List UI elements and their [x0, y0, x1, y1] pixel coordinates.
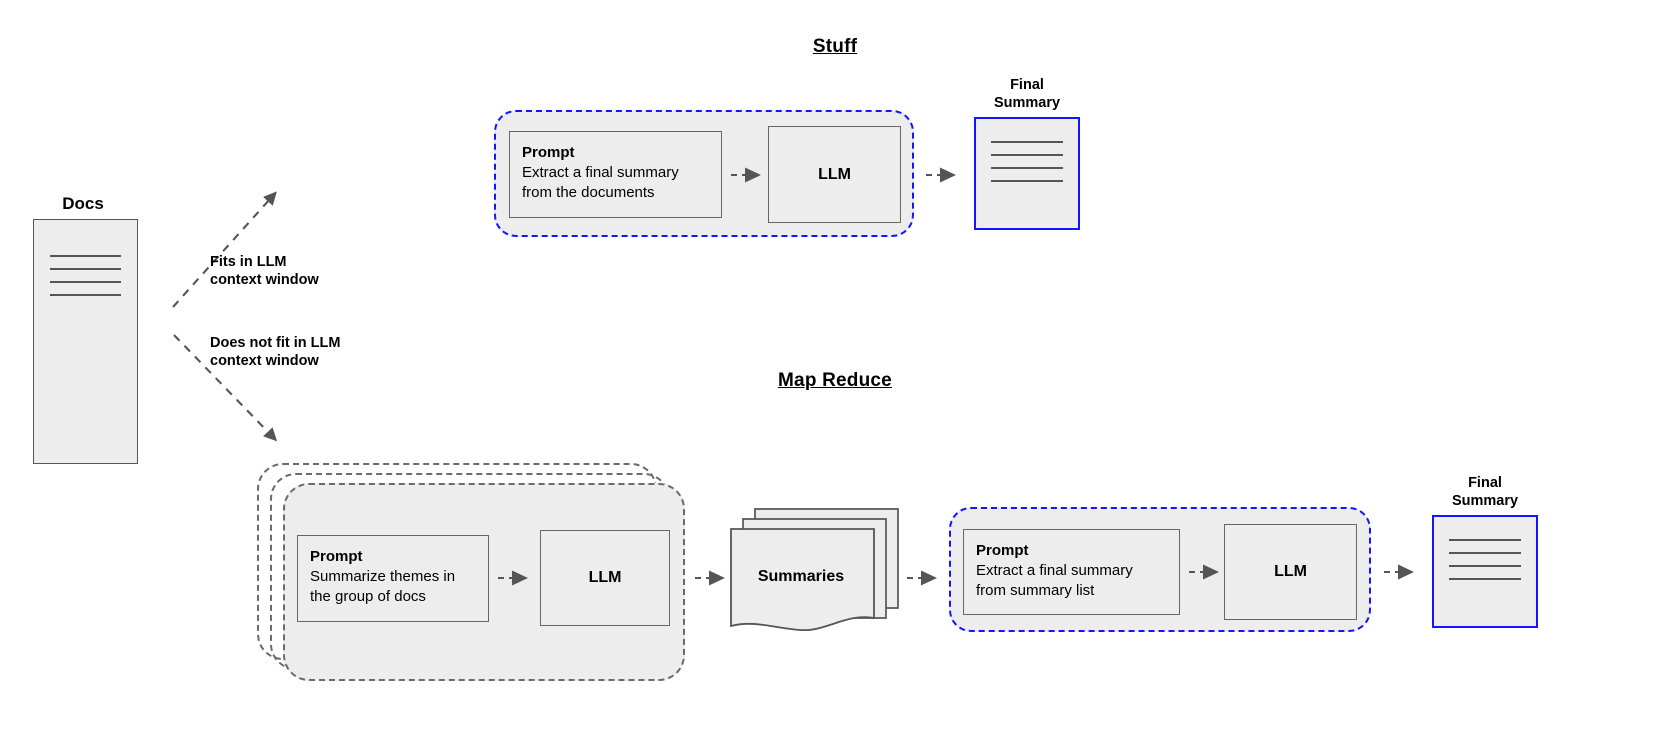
section-title-map-reduce: Map Reduce — [778, 370, 892, 391]
final-summary-bottom-label: Final Summary — [1418, 474, 1552, 510]
reduce-prompt-title: Prompt — [976, 542, 1029, 559]
map-llm-label: LLM — [588, 569, 622, 586]
doc-line — [1449, 539, 1521, 541]
final-summary-top-label: Final Summary — [960, 76, 1094, 112]
doc-line — [50, 255, 121, 257]
doc-line — [1449, 565, 1521, 567]
summaries-stack — [730, 508, 899, 631]
doc-line — [50, 281, 121, 283]
branch-label-fits-line2: context window — [210, 272, 319, 288]
summaries-sheet-front — [730, 528, 875, 631]
stuff-llm-box: LLM — [768, 126, 901, 223]
branch-label-fits: Fits in LLM context window — [210, 253, 410, 289]
reduce-prompt-body-line1: Extract a final summary — [976, 562, 1133, 579]
branch-label-not-fits-line2: context window — [210, 353, 319, 369]
final-summary-bottom-label-line2: Summary — [1451, 493, 1519, 509]
final-summary-top-label-line2: Summary — [993, 95, 1061, 111]
final-summary-top-document — [974, 117, 1080, 230]
doc-line — [50, 294, 121, 296]
reduce-llm-label: LLM — [1274, 563, 1307, 580]
final-summary-top-lines — [991, 141, 1063, 193]
map-prompt-body-line1: Summarize themes in — [310, 568, 456, 585]
stuff-llm-label: LLM — [818, 165, 851, 183]
final-summary-bottom-document — [1432, 515, 1538, 628]
branch-label-not-fits-line1: Does not fit in LLM — [210, 335, 341, 351]
stuff-prompt-body-line1: Extract a final summary — [522, 164, 679, 181]
arrow-reduce-to-final-summary — [1384, 564, 1414, 580]
stuff-prompt-card: Prompt Extract a final summary from the … — [509, 131, 722, 218]
map-prompt-body-line2: the group of docs — [310, 587, 426, 605]
doc-line — [991, 154, 1063, 156]
doc-line — [1449, 552, 1521, 554]
final-summary-bottom-lines — [1449, 539, 1521, 591]
final-summary-top-label-line1: Final — [1010, 77, 1044, 93]
doc-line — [991, 167, 1063, 169]
doc-line — [991, 180, 1063, 182]
arrow-summaries-to-reduce — [907, 570, 937, 586]
branch-label-not-fits: Does not fit in LLM context window — [210, 334, 440, 370]
reduce-prompt-body-line2: from summary list — [976, 581, 1095, 599]
map-prompt-title: Prompt — [310, 548, 363, 565]
map-prompt-card: Prompt Summarize themes in the group of … — [297, 535, 489, 622]
doc-line — [991, 141, 1063, 143]
docs-text-lines — [50, 255, 121, 307]
arrow-map-to-summaries — [695, 570, 725, 586]
reduce-prompt-card: Prompt Extract a final summary from summ… — [963, 529, 1180, 615]
section-title-stuff: Stuff — [812, 36, 858, 57]
branch-arrow-up — [172, 191, 277, 308]
doc-line — [50, 268, 121, 270]
docs-label: Docs — [62, 194, 104, 213]
doc-line — [1449, 578, 1521, 580]
reduce-llm-box: LLM — [1224, 524, 1357, 620]
final-summary-bottom-label-line1: Final — [1468, 475, 1502, 491]
stuff-prompt-body-line2: from the documents — [522, 183, 655, 201]
summaries-label: Summaries — [757, 568, 845, 585]
branch-label-fits-line1: Fits in LLM — [210, 254, 287, 270]
docs-document — [33, 219, 138, 464]
stuff-prompt-title: Prompt — [522, 144, 575, 161]
arrow-stuff-llm-to-summary — [926, 167, 956, 183]
map-llm-box: LLM — [540, 530, 670, 626]
